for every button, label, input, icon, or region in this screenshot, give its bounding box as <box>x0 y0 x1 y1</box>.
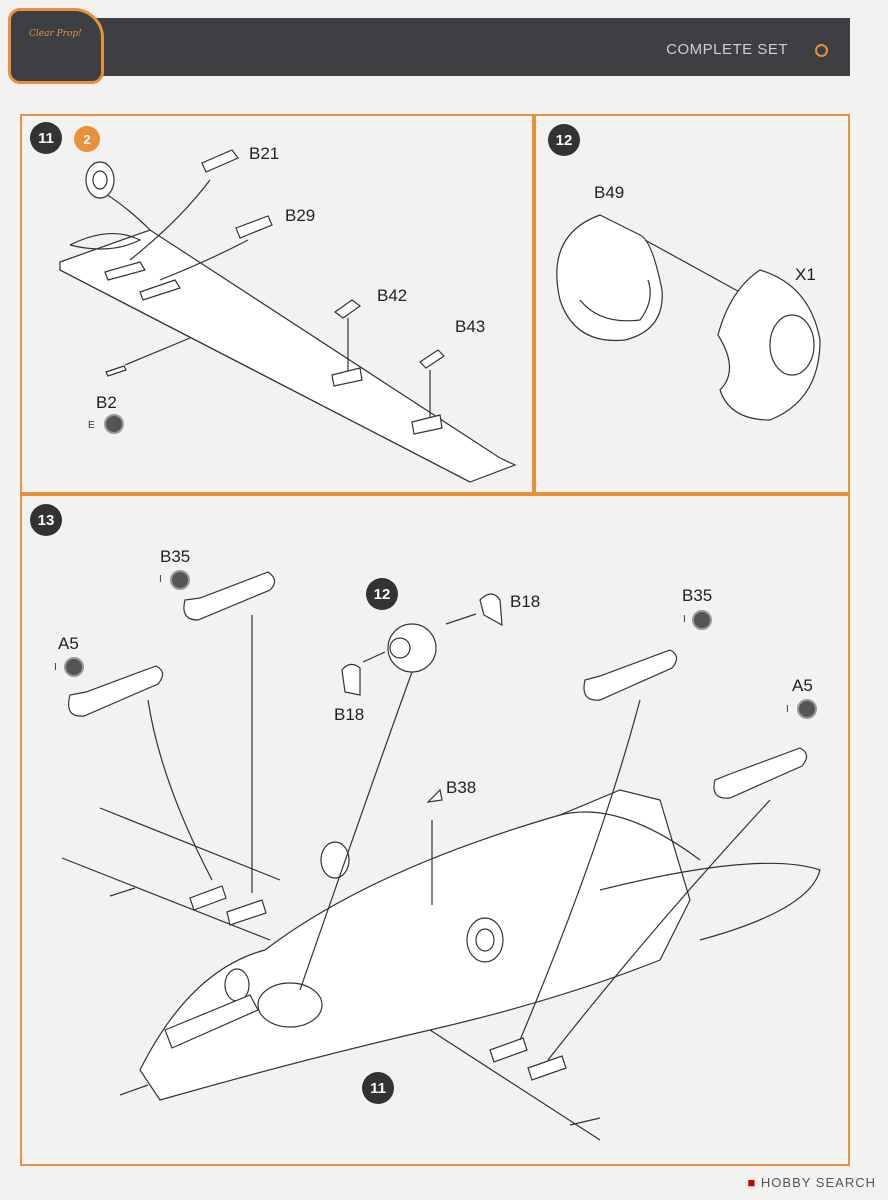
part-label-b18-top: B18 <box>510 592 541 611</box>
paint-code-i: I <box>683 614 686 625</box>
step-11-wing-drawing <box>59 149 517 483</box>
step-11-number: 11 <box>30 122 62 154</box>
paint-code-e: E <box>88 420 95 431</box>
brand-logo: Clear Prop! <box>8 8 104 84</box>
logo-text: Clear Prop! <box>29 29 82 39</box>
part-label-b2: B2 <box>96 393 117 412</box>
paint-icon <box>170 570 190 590</box>
part-label-b43: B43 <box>455 317 486 336</box>
step-11-panel <box>20 114 534 494</box>
paint-icon <box>797 699 817 719</box>
section-title: COMPLETE SET <box>666 41 788 58</box>
part-label-a5-left: A5 <box>58 634 79 653</box>
paint-code-i: I <box>159 574 162 585</box>
paint-code-i: I <box>54 662 57 673</box>
step-12-number: 12 <box>548 124 580 156</box>
part-label-b29: B29 <box>285 206 316 225</box>
step-12-reference: 12 <box>366 578 398 610</box>
part-label-b38: B38 <box>446 778 477 797</box>
part-label-b49: B49 <box>594 183 625 202</box>
part-label-b35-left: B35 <box>160 547 191 566</box>
paint-icon <box>692 610 712 630</box>
step-11-reference: 11 <box>362 1072 394 1104</box>
step-13-panel <box>20 494 850 1166</box>
hobby-search-watermark: ■ HOBBY SEARCH <box>747 1175 876 1190</box>
paint-icon <box>104 414 124 434</box>
part-label-b21: B21 <box>249 144 280 163</box>
step-12-panel <box>534 114 850 494</box>
step-11-sub-badge: 2 <box>74 126 100 152</box>
part-label-a5-right: A5 <box>792 676 813 695</box>
part-label-b18-left: B18 <box>334 705 365 724</box>
header-bar: COMPLETE SET <box>20 18 850 76</box>
step-13-number: 13 <box>30 504 62 536</box>
watermark-logo-icon: ■ <box>747 1175 757 1190</box>
part-label-b42: B42 <box>377 286 408 305</box>
watermark-text: HOBBY SEARCH <box>760 1175 876 1190</box>
part-label-b35-right: B35 <box>682 586 713 605</box>
paint-icon <box>64 657 84 677</box>
part-label-x1: X1 <box>795 265 816 284</box>
step-12-drawing <box>556 214 821 421</box>
step-13-drawing <box>61 571 821 1141</box>
target-icon <box>815 44 828 57</box>
paint-code-i: I <box>786 704 789 715</box>
